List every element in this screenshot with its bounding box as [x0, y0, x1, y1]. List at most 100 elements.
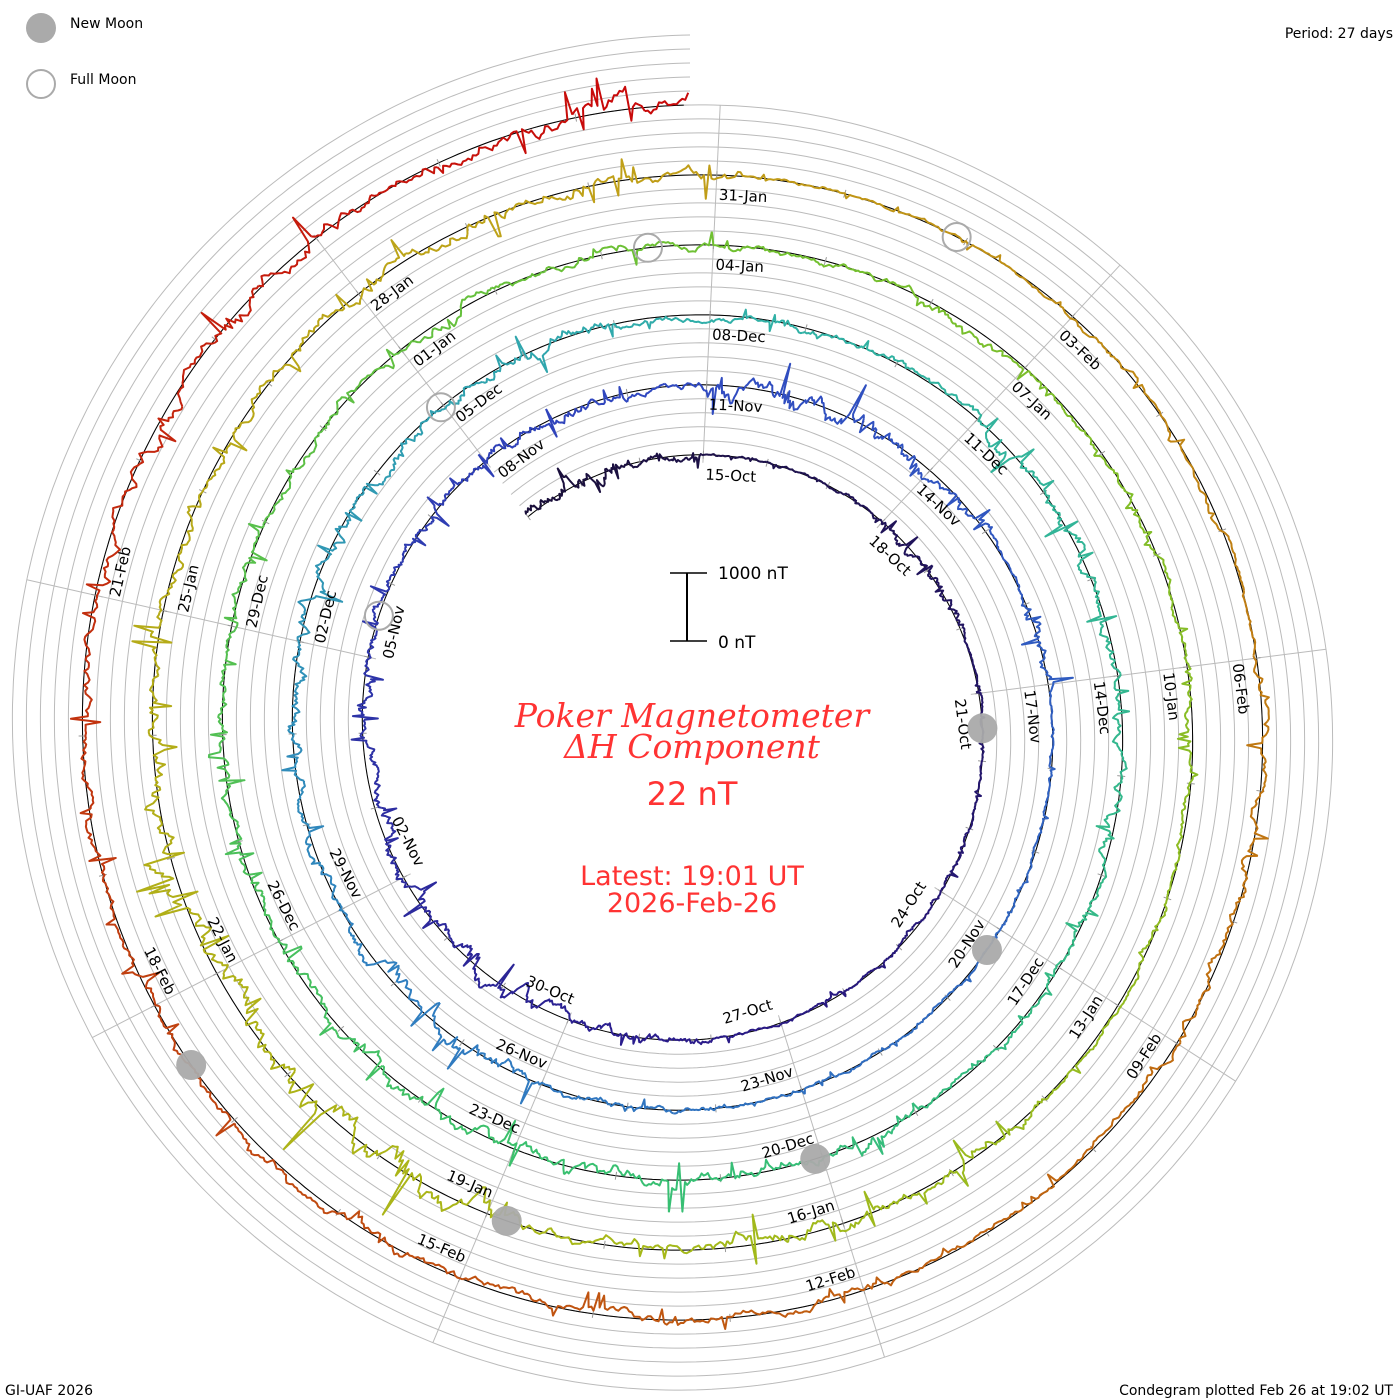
trace-segment — [443, 380, 483, 411]
trace-segment — [755, 314, 803, 335]
day-tick — [459, 1039, 465, 1047]
full-moon-legend-icon — [26, 69, 56, 99]
trace-segment — [1007, 563, 1024, 604]
day-tick — [295, 640, 304, 643]
trace-segment — [1103, 773, 1124, 824]
date-label: 26-Dec — [263, 878, 303, 934]
date-label: 10-Jan — [1159, 671, 1183, 721]
trace-segment — [778, 178, 843, 195]
trace-segment — [523, 185, 587, 206]
day-tick — [1186, 782, 1195, 785]
trace-segment — [676, 1037, 714, 1046]
trace-segment — [446, 1044, 505, 1070]
trace-segment — [400, 879, 437, 918]
trace-segment — [528, 1291, 601, 1317]
trace-segment — [1229, 854, 1258, 918]
date-label: 15-Feb — [415, 1230, 469, 1266]
trace-segment — [296, 780, 310, 827]
date-label: 08-Dec — [712, 326, 766, 347]
trace-segment — [941, 598, 965, 627]
date-spoke — [315, 237, 364, 301]
date-spoke — [459, 1205, 491, 1279]
trace-segment — [397, 979, 441, 1027]
trace-segment — [136, 865, 201, 918]
day-tick — [928, 298, 934, 307]
trace-segment — [481, 354, 523, 384]
trace-segment — [1095, 821, 1115, 875]
trace-segment — [584, 1096, 630, 1112]
date-label: 29-Nov — [325, 845, 366, 901]
date-spoke — [777, 1015, 803, 1090]
day-tick — [284, 1071, 292, 1078]
trace-segment — [956, 1047, 1000, 1080]
trace-segment — [712, 1031, 749, 1044]
trace-segment — [1093, 454, 1134, 501]
day-tick — [926, 467, 933, 474]
trace-segment — [1178, 980, 1211, 1043]
trace-segment — [787, 1219, 849, 1243]
trace-segment — [903, 212, 964, 243]
trace-segment — [80, 738, 95, 809]
trace-segment — [577, 467, 610, 493]
day-tick — [525, 513, 531, 521]
trace-segment — [569, 1019, 607, 1032]
trace-segment — [1181, 664, 1193, 723]
date-label: 27-Oct — [721, 996, 775, 1028]
trace-segment — [796, 470, 828, 486]
trace-segment — [1057, 919, 1083, 966]
date-spoke — [860, 1282, 885, 1358]
new-moon-legend-icon — [26, 13, 56, 43]
trace-segment — [426, 486, 455, 527]
date-spoke — [92, 1001, 162, 1039]
trace-segment — [875, 278, 927, 308]
date-spoke — [798, 1081, 823, 1157]
trace-segment — [503, 1058, 544, 1105]
trace-segment — [995, 1097, 1049, 1140]
trace-segment — [825, 484, 857, 502]
date-spoke — [1019, 316, 1073, 375]
trace-segment — [663, 1315, 733, 1330]
trace-segment — [200, 285, 260, 344]
trace-segment — [1241, 590, 1257, 657]
trace-segment — [342, 910, 363, 956]
trace-segment — [287, 689, 301, 736]
scale-bottom-label: 0 nT — [718, 633, 756, 653]
date-spoke — [231, 625, 308, 644]
trace-segment — [151, 736, 178, 801]
trace-segment — [1017, 274, 1070, 318]
trace-segment — [664, 382, 706, 392]
trace-segment — [802, 330, 851, 344]
trace-segment — [598, 1292, 666, 1324]
trace-segment — [1030, 963, 1059, 1009]
trace-segment — [516, 408, 558, 442]
trace-segment — [359, 239, 407, 301]
day-tick — [804, 324, 808, 333]
trace-segment — [348, 480, 386, 522]
day-tick — [1098, 450, 1106, 457]
trace-segment — [926, 304, 975, 338]
trace-segment — [551, 467, 580, 502]
day-tick — [373, 469, 381, 476]
trace-segment — [292, 642, 308, 691]
trace-segment — [900, 1169, 955, 1205]
trace-segment — [1043, 489, 1079, 538]
trace-segment — [258, 216, 313, 288]
trace-segment — [340, 1210, 399, 1256]
day-tick — [841, 1219, 845, 1228]
trace-segment — [864, 1261, 930, 1290]
trace-segment — [895, 359, 941, 386]
trace-segment — [296, 597, 313, 644]
trace-segment — [358, 953, 401, 983]
trace-segment — [380, 806, 399, 846]
trace-segment — [396, 1252, 463, 1281]
day-tick — [574, 113, 578, 122]
trace-segment — [101, 878, 125, 947]
date-label: 24-Oct — [887, 878, 930, 931]
day-tick — [1097, 873, 1106, 877]
scale-top-label: 1000 nT — [718, 564, 788, 584]
trace-segment — [1120, 948, 1145, 1006]
trace-segment — [312, 555, 344, 603]
trace-segment — [336, 1034, 384, 1081]
trace-segment — [69, 667, 102, 740]
trace-segment — [722, 1158, 775, 1180]
